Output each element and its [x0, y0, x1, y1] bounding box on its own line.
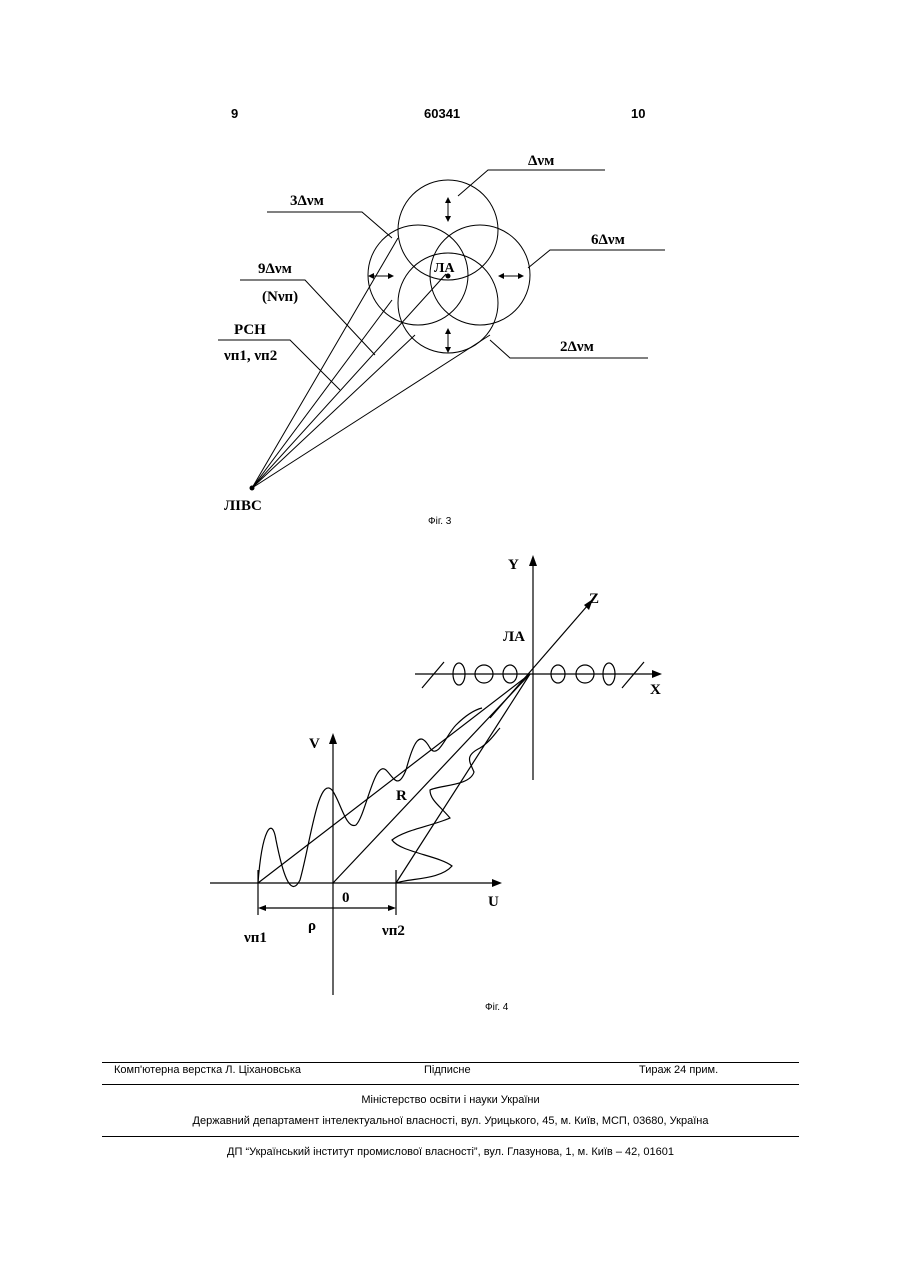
fig4-caption: Фіг. 4 — [485, 1002, 509, 1013]
label-r: R — [396, 788, 407, 804]
footer-rule-1 — [102, 1062, 799, 1063]
footer-signed: Підписне — [424, 1064, 471, 1076]
label-vn1: νп1 — [243, 930, 267, 946]
label-z: Z — [589, 591, 599, 607]
figure-4: Y Z ЛА X V R U 0 ρ νп1 νп2 Фіг. 4 — [0, 0, 901, 1020]
label-v: V — [309, 736, 320, 752]
label-x: X — [650, 682, 661, 698]
label-rho: ρ — [308, 918, 316, 934]
footer-ministry: Міністерство освіти і науки України — [102, 1094, 799, 1106]
footer-layout: Комп'ютерна верстка Л. Ціхановська — [114, 1064, 301, 1076]
label-la4: ЛА — [503, 629, 525, 645]
label-zero: 0 — [342, 890, 350, 906]
footer-circulation: Тираж 24 прим. — [639, 1064, 718, 1076]
footer-institute: ДП “Український інститут промислової вла… — [102, 1146, 799, 1158]
label-y: Y — [508, 557, 519, 573]
diag-arrow-right — [622, 662, 644, 688]
footer-rule-2 — [102, 1084, 799, 1085]
line-vn2-la — [396, 674, 530, 883]
label-vn2: νп2 — [381, 923, 405, 939]
footer-department: Державний департамент інтелектуальної вл… — [102, 1115, 799, 1127]
footer-rule-3 — [102, 1136, 799, 1137]
line-r — [333, 674, 530, 883]
label-u: U — [488, 894, 499, 910]
diag-arrow-left — [422, 662, 444, 688]
